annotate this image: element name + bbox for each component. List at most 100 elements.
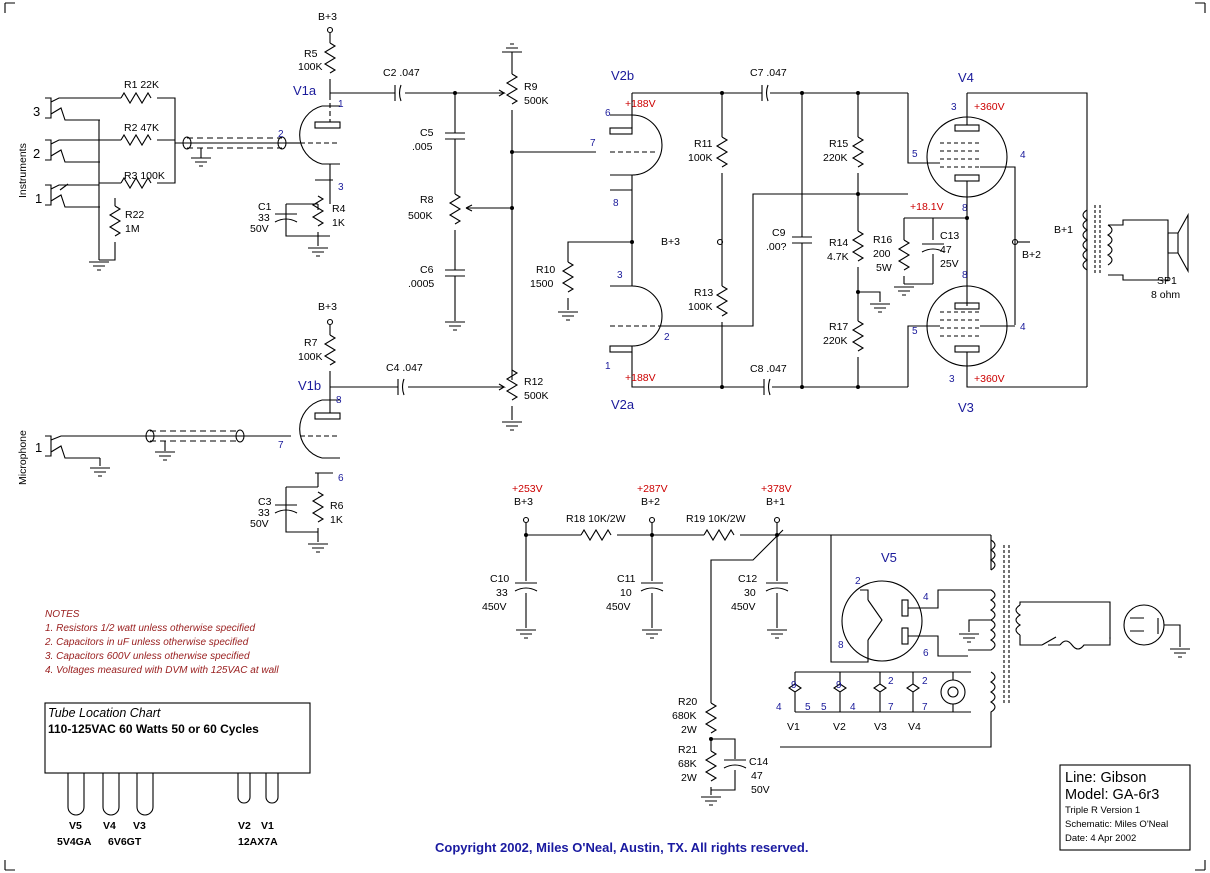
- r18-label: R18 10K/2W: [566, 513, 626, 525]
- v1b-label: V1b: [298, 378, 321, 393]
- c1-value: 33: [258, 212, 270, 224]
- c9-value: .00?: [766, 241, 787, 253]
- chart-type-12ax7a: 12AX7A: [238, 836, 278, 848]
- note-4: 4. Voltages measured with DVM with 125VA…: [45, 665, 279, 676]
- v4-label: V4: [958, 70, 974, 85]
- chart-type-6v6gt: 6V6GT: [108, 836, 142, 848]
- v4-pin-5: 5: [912, 149, 918, 160]
- v2b-plate-voltage: +188V: [625, 98, 656, 110]
- r11-label: R11: [694, 138, 713, 150]
- r12-label: R12: [524, 376, 543, 388]
- r13-value: 100K: [688, 301, 713, 313]
- b3-label-pi: B+3: [661, 236, 680, 248]
- c9-label: C9: [772, 227, 786, 239]
- c13-value: 47: [940, 244, 952, 256]
- r22-value: 1M: [125, 223, 140, 235]
- v3-pin-8: 8: [962, 270, 968, 281]
- v2b-pin-6: 6: [605, 108, 611, 119]
- heater-pin-1: 9: [791, 680, 797, 691]
- r10-value: 1500: [530, 278, 554, 290]
- v2b-pin-7: 7: [590, 138, 596, 149]
- r16-watts: 5W: [876, 262, 892, 274]
- c1-voltage: 50V: [250, 223, 269, 235]
- v4-pin-8: 8: [962, 203, 968, 214]
- c4-label: C4 .047: [386, 362, 423, 374]
- r20-watts: 2W: [681, 724, 697, 736]
- c2-label: C2 .047: [383, 67, 420, 79]
- copyright: Copyright 2002, Miles O'Neal, Austin, TX…: [435, 840, 808, 855]
- c12-value: 30: [744, 587, 756, 599]
- heater-pin-6: 4: [850, 702, 856, 713]
- v3-pin-5: 5: [912, 326, 918, 337]
- v5-label: V5: [881, 550, 897, 565]
- r17-label: R17: [829, 321, 848, 333]
- tube-chart-subtitle: 110-125VAC 60 Watts 50 or 60 Cycles: [48, 722, 259, 736]
- b2-label-output: B+2: [1022, 249, 1041, 261]
- heater-pin-10: 7: [922, 702, 928, 713]
- b3-voltage: +253V: [512, 483, 543, 495]
- c10-label: C10: [490, 573, 509, 585]
- c8-label: C8 .047: [750, 363, 787, 375]
- chart-pos-v1: V1: [261, 820, 274, 832]
- r22-label: R22: [125, 209, 144, 221]
- v2b-pin-8: 8: [613, 198, 619, 209]
- v2a-label: V2a: [611, 397, 635, 412]
- c12-label: C12: [738, 573, 757, 585]
- heater-pin-5: 5: [821, 702, 827, 713]
- c7-label: C7 .047: [750, 67, 787, 79]
- r4-label: R4: [332, 203, 346, 215]
- v2a-pin-1: 1: [605, 361, 611, 372]
- v5-pin-2: 2: [855, 576, 861, 587]
- title-date: Date: 4 Apr 2002: [1065, 833, 1136, 844]
- tube-chart-sockets: [67, 773, 279, 816]
- b2-voltage: +287V: [637, 483, 668, 495]
- heater-pin-4: 9: [836, 680, 842, 691]
- c5-value: .005: [412, 141, 433, 153]
- instruments-label: Instruments: [17, 143, 29, 198]
- v1a-pin-1: 1: [338, 99, 344, 110]
- chart-pos-v3: V3: [133, 820, 146, 832]
- r15-label: R15: [829, 138, 848, 150]
- c10-value: 33: [496, 587, 508, 599]
- heater-v4: V4: [908, 721, 921, 733]
- v3-plate-voltage: +360V: [974, 373, 1005, 385]
- heater-pin-3: 5: [805, 702, 811, 713]
- title-schematic: Schematic: Miles O'Neal: [1065, 819, 1168, 830]
- title-model: Model: GA-6r3: [1065, 787, 1159, 803]
- c3-voltage: 50V: [250, 518, 269, 530]
- r10-label: R10: [536, 264, 555, 276]
- tube-chart-box: [44, 702, 311, 774]
- v5-pin-6: 6: [923, 648, 929, 659]
- v5-pin-8: 8: [838, 640, 844, 651]
- v4-plate-voltage: +360V: [974, 101, 1005, 113]
- c11-label: C11: [617, 573, 636, 585]
- c14-label: C14: [749, 756, 768, 768]
- c1-label: C1: [258, 201, 272, 213]
- c6-label: C6: [420, 264, 434, 276]
- r12-value: 500K: [524, 390, 549, 402]
- r6-label: R6: [330, 500, 344, 512]
- c6-value: .0005: [408, 278, 434, 290]
- c11-value: 10: [620, 587, 632, 599]
- chart-type-5v4ga: 5V4GA: [57, 836, 92, 848]
- sp1-label: SP1: [1157, 275, 1177, 287]
- title-line: Line: Gibson: [1065, 770, 1146, 786]
- heater-v2: V2: [833, 721, 846, 733]
- c13-voltage: 25V: [940, 258, 959, 270]
- r21-watts: 2W: [681, 772, 697, 784]
- heater-v3: V3: [874, 721, 887, 733]
- v2b-label: V2b: [611, 68, 634, 83]
- c3-value: 33: [258, 507, 270, 519]
- r21-label: R21: [678, 744, 697, 756]
- chart-pos-v5: V5: [69, 820, 82, 832]
- jack-mic-number: 1: [35, 440, 42, 455]
- v4-pin-4: 4: [1020, 150, 1026, 161]
- r21-value: 68K: [678, 758, 697, 770]
- r9-label: R9: [524, 81, 538, 93]
- chart-pos-v4: V4: [103, 820, 116, 832]
- r19-label: R19 10K/2W: [686, 513, 746, 525]
- v1a-label: V1a: [293, 83, 317, 98]
- r8-value: 500K: [408, 210, 433, 222]
- heater-pin-7: 2: [888, 676, 894, 687]
